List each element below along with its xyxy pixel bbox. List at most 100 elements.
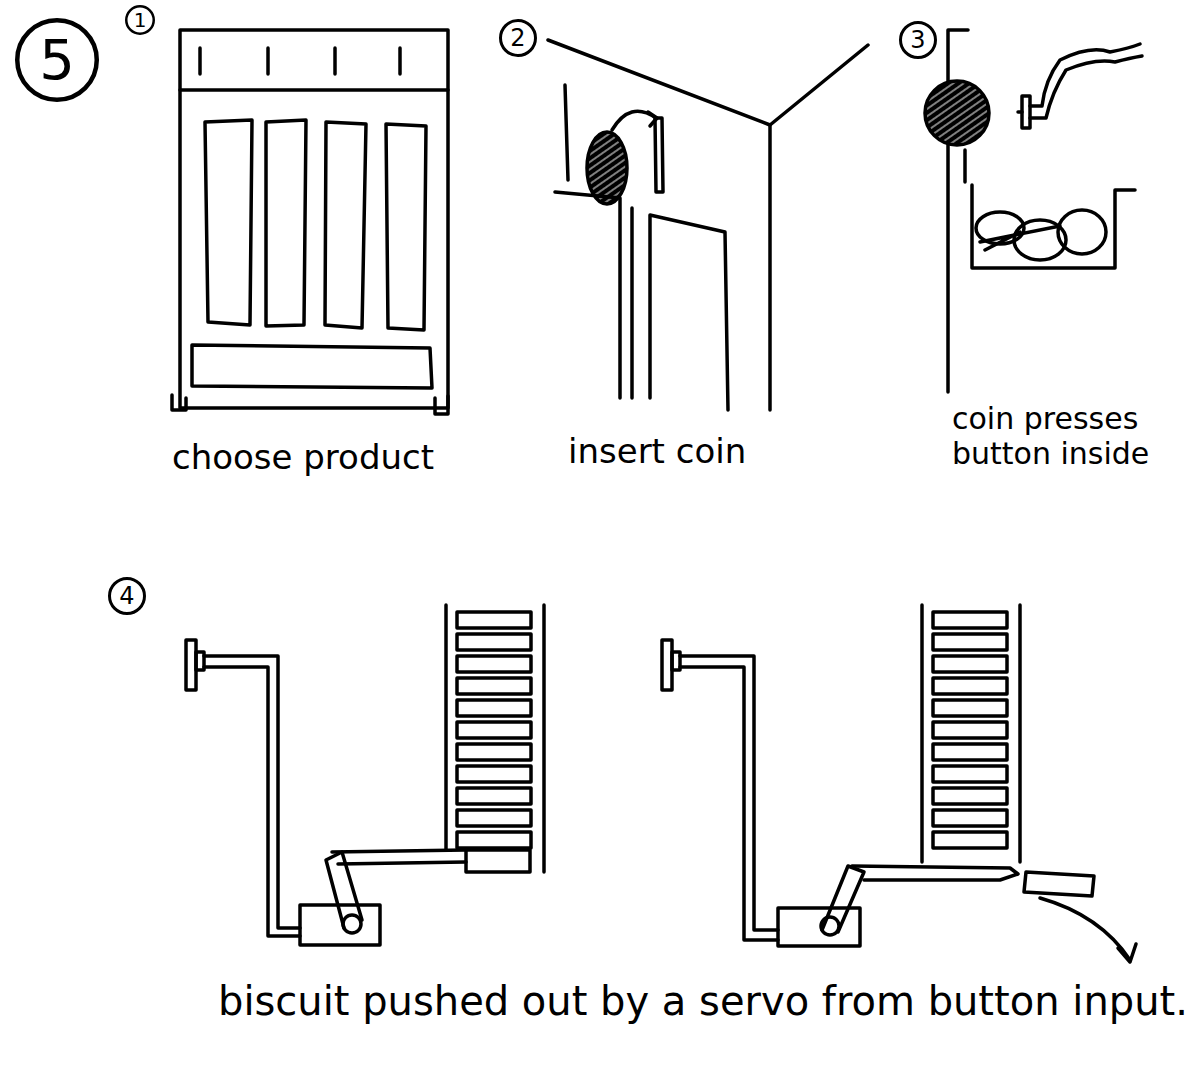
sketch-stroke [332,850,466,864]
servo-mechanism-push [662,605,1136,962]
sketch-stroke [398,48,402,74]
biscuit [457,678,531,694]
sketch-stroke [204,656,300,928]
sketch-stroke [933,612,1007,848]
step-number-holder: 5 [15,18,99,102]
biscuit [457,700,531,716]
step-number-circle: 5 [15,18,99,102]
sketch-stroke [980,226,1060,250]
step-number-holder: 3 [899,21,937,59]
step-number-holder: 4 [108,577,146,615]
biscuit [933,678,1007,694]
biscuit [933,766,1007,782]
biscuit [457,788,531,804]
sketch-stroke [192,345,432,388]
biscuit [933,722,1007,738]
biscuit [457,810,531,826]
sketch-stroke [630,208,634,398]
step-number-circle: 4 [108,577,146,615]
sketch-stroke [205,120,252,325]
sketch-stroke [343,915,361,933]
sketch-stroke [680,656,778,930]
step-number: 3 [910,28,925,52]
sketch-stroke [612,111,656,130]
sketch-stroke [1058,210,1106,254]
caption: choose product [172,438,462,477]
sketch-stroke [333,48,337,74]
sketch-stroke [852,866,1018,880]
coin [925,81,989,145]
biscuit [457,612,531,628]
step-number-circle: 1 [125,5,155,35]
biscuit [457,766,531,782]
biscuit [457,656,531,672]
caption: biscuit pushed out by a servo from butto… [218,978,1188,1024]
sketch-stroke [768,125,772,410]
step-number: 1 [134,10,147,30]
biscuit [933,832,1007,848]
sketch-stroke [204,667,300,936]
sketch-stroke [548,40,868,125]
sketch-stroke [180,88,448,92]
sketch-stroke [1024,872,1094,896]
biscuit [933,700,1007,716]
step-number-holder: 2 [499,19,537,57]
sketch-stroke [655,118,663,192]
sketch-stroke [963,150,967,182]
coin-slot-view [548,40,868,410]
biscuit [457,722,531,738]
sketch-stroke [457,612,531,848]
caption: insert coin [568,432,798,471]
sketch-stroke [444,605,448,850]
sketch-stroke [555,192,620,398]
sketch-stroke [386,124,426,330]
step-number-circle: 2 [499,19,537,57]
sketch-stroke [650,215,728,410]
sketch-stroke [466,850,530,872]
sketch-stroke [1118,944,1136,962]
coin [587,132,627,204]
step-number-holder: 1 [125,5,155,35]
caption: coin presses button inside [952,402,1192,471]
step-number: 4 [119,584,134,608]
sketch-stroke [266,120,306,326]
sketch-stroke [198,48,202,74]
sketch-stroke [542,605,546,872]
sketch-stroke [648,112,657,126]
biscuit [457,634,531,650]
biscuit [933,788,1007,804]
sketch-stroke [1030,56,1142,118]
sketch-stroke [565,85,568,180]
coin-button-view [925,30,1142,392]
biscuit [933,810,1007,826]
biscuit [933,612,1007,628]
sketch-stroke [1018,110,1022,114]
sketch-stroke [172,395,186,410]
sketch-stroke [680,667,778,940]
sketch-stroke [972,185,1135,268]
sketch-stroke [325,122,366,328]
vending-machine [172,30,448,414]
sketch-stroke [920,605,924,862]
circle-ring [501,21,536,56]
step-number-circle: 3 [899,21,937,59]
circle-ring [17,20,97,100]
circle-ring [110,579,145,614]
sketch-stroke [435,396,448,414]
sketch-stroke [1040,898,1130,960]
circle-ring [901,23,936,58]
step-number: 5 [39,32,75,88]
sketch-stroke [1030,44,1140,106]
sketch-stroke [180,30,448,408]
sketch-stroke [266,48,270,74]
sketch-stroke [1018,605,1022,862]
servo-mechanism-rest [186,605,544,945]
circle-ring [126,6,154,34]
biscuit [933,656,1007,672]
biscuit [457,832,531,848]
sketch-stroke [822,866,864,932]
biscuit [457,744,531,760]
biscuit [933,744,1007,760]
